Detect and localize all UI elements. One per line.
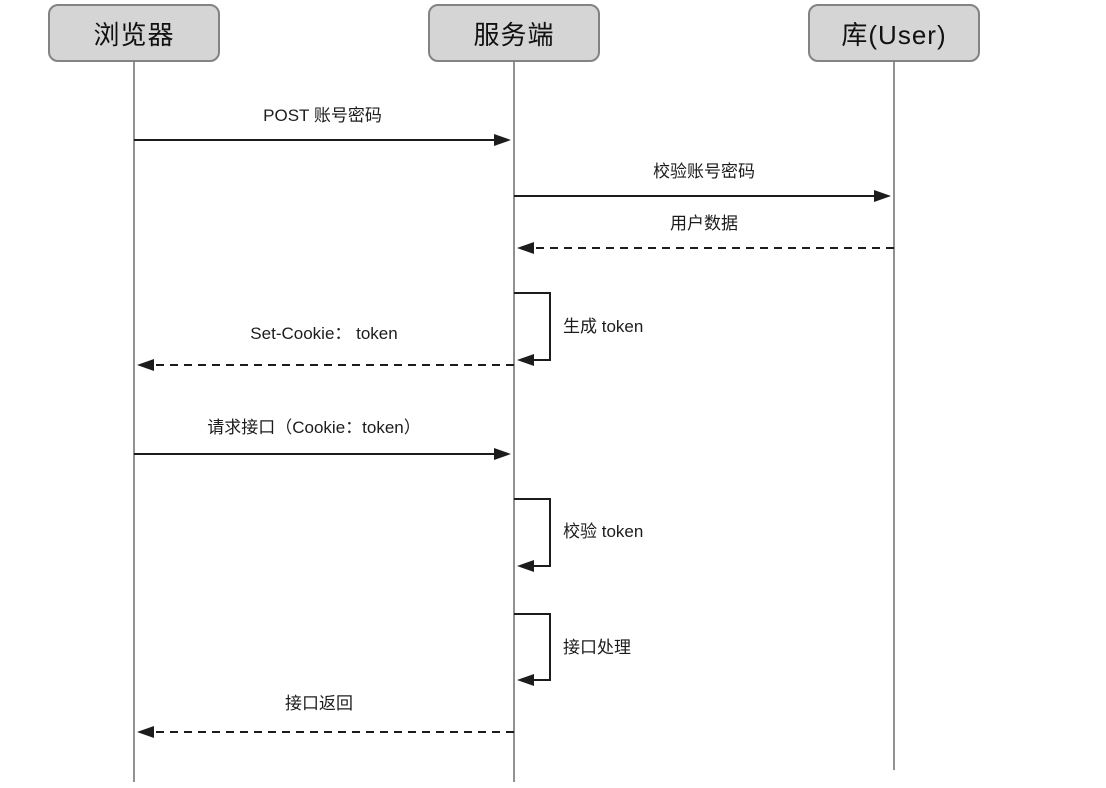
message-label-set-cookie: Set-Cookie： token	[250, 324, 398, 343]
actor-database-label: 库(User)	[841, 19, 947, 50]
message-label-request-api: 请求接口（Cookie：token）	[207, 418, 421, 437]
selfloop-generate-token	[514, 292, 551, 361]
selfloop-check-token	[514, 498, 551, 567]
actor-database: 库(User)	[808, 4, 980, 62]
message-label-post-credentials: POST 账号密码	[263, 106, 382, 125]
message-label-check-token: 校验 token	[563, 522, 644, 541]
arrowhead-api-process	[517, 674, 534, 686]
arrowhead-api-return	[137, 726, 154, 738]
message-label-api-process: 接口处理	[563, 638, 631, 657]
actor-server-label: 服务端	[473, 19, 555, 50]
message-label-user-data: 用户数据	[670, 214, 738, 233]
arrowhead-generate-token	[517, 354, 534, 366]
arrowhead-verify-credentials	[874, 190, 891, 202]
selfloop-api-process	[514, 613, 551, 681]
message-label-generate-token: 生成 token	[563, 317, 644, 336]
arrowhead-set-cookie	[137, 359, 154, 371]
message-label-api-return: 接口返回	[285, 694, 353, 713]
actor-browser-label: 浏览器	[93, 19, 175, 50]
arrowhead-user-data	[517, 242, 534, 254]
actor-server: 服务端	[428, 4, 600, 62]
message-label-verify-credentials: 校验账号密码	[653, 162, 755, 181]
arrowhead-request-api	[494, 448, 511, 460]
actor-browser: 浏览器	[48, 4, 220, 62]
arrowhead-check-token	[517, 560, 534, 572]
arrowhead-post-credentials	[494, 134, 511, 146]
